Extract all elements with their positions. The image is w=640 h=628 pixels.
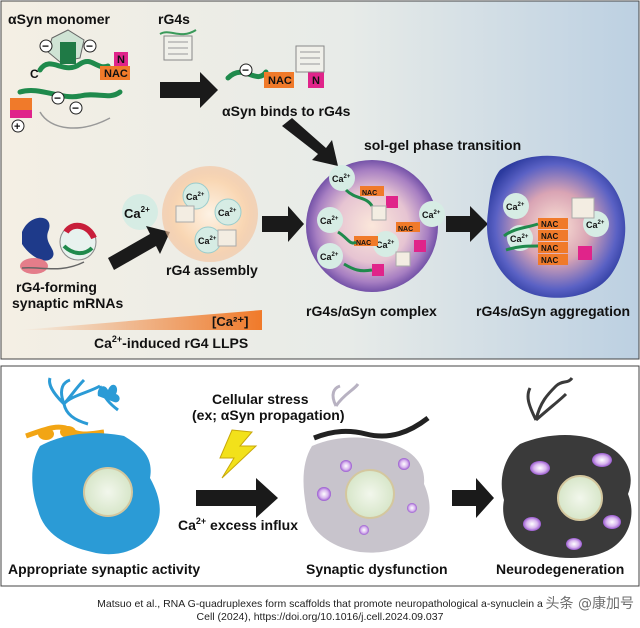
monomer-structure-1: NAC N C − − bbox=[30, 29, 130, 81]
svg-text:Ca2+: Ca2+ bbox=[506, 202, 525, 212]
mrna-label-2: synaptic mRNAs bbox=[12, 295, 123, 311]
ca-bar-label: [Ca²⁺] bbox=[212, 314, 248, 329]
svg-text:Ca2+: Ca2+ bbox=[218, 208, 237, 218]
aggregation-label: rG4s/αSyn aggregation bbox=[476, 303, 630, 319]
influx-label: Ca2+ excess influx bbox=[178, 516, 298, 533]
aggregation-contents: Ca2+ Ca2+ Ca2+ NAC NAC NAC NAC bbox=[503, 193, 609, 265]
neuron-healthy bbox=[25, 377, 160, 555]
rg4-icon-top bbox=[159, 29, 197, 61]
arrow-bind bbox=[160, 72, 218, 108]
svg-text:Ca2+: Ca2+ bbox=[320, 252, 339, 262]
svg-text:NAC: NAC bbox=[362, 190, 377, 197]
stage2-label: Synaptic dysfunction bbox=[306, 561, 448, 577]
svg-text:−: − bbox=[72, 101, 79, 115]
svg-text:−: − bbox=[242, 63, 249, 77]
neuron-degenerated bbox=[501, 377, 632, 558]
monomer-label: αSyn monomer bbox=[8, 11, 111, 27]
arrow-stress bbox=[196, 478, 278, 518]
mrna-structure bbox=[20, 217, 97, 274]
svg-text:NAC: NAC bbox=[541, 220, 559, 229]
svg-text:−: − bbox=[54, 91, 61, 105]
neuron-dysfunction bbox=[303, 383, 430, 553]
stage1-label: Appropriate synaptic activity bbox=[8, 561, 200, 577]
nac-label-mono: NAC bbox=[104, 68, 128, 80]
arrow-to-assembly bbox=[108, 226, 170, 270]
phase-label: sol-gel phase transition bbox=[364, 137, 521, 153]
mrna-label-1: rG4-forming bbox=[16, 279, 97, 295]
svg-text:NAC: NAC bbox=[398, 226, 413, 233]
svg-text:NAC: NAC bbox=[541, 256, 559, 265]
c-label: C bbox=[30, 67, 39, 81]
assembly-ca-ions: Ca2+ Ca2+ Ca2+ bbox=[175, 182, 242, 254]
arrow-to-complex bbox=[282, 118, 338, 166]
svg-text:NAC: NAC bbox=[356, 240, 371, 247]
complex-contents: Ca2+ Ca2+ Ca2+ Ca2+ Ca2+ NAC NAC NAC bbox=[317, 165, 445, 276]
svg-text:Ca2+: Ca2+ bbox=[376, 240, 395, 250]
ca-label-free: Ca2+ bbox=[124, 205, 150, 221]
svg-text:NAC: NAC bbox=[541, 232, 559, 241]
svg-text:Ca2+: Ca2+ bbox=[198, 236, 217, 246]
svg-text:+: + bbox=[14, 121, 20, 133]
lightning-icon bbox=[219, 429, 258, 479]
rg4-assembly-label: rG4 assembly bbox=[166, 262, 258, 278]
svg-text:NAC: NAC bbox=[541, 244, 559, 253]
llps-label: Ca2+-induced rG4 LLPS bbox=[94, 334, 248, 351]
svg-text:Ca2+: Ca2+ bbox=[320, 216, 339, 226]
complex-label: rG4s/αSyn complex bbox=[306, 303, 437, 319]
ca-circle-free bbox=[122, 194, 158, 230]
binding-structure: NAC N − bbox=[225, 45, 325, 88]
svg-text:Ca2+: Ca2+ bbox=[586, 220, 605, 230]
nac-label-bind: NAC bbox=[268, 75, 292, 87]
svg-text:Ca2+: Ca2+ bbox=[422, 210, 441, 220]
monomer-structure-2: − − + bbox=[10, 88, 123, 133]
caption-line-1: Matsuo et al., RNA G-quadruplexes form s… bbox=[97, 598, 543, 610]
svg-text:−: − bbox=[86, 39, 93, 53]
ca-gradient-wedge bbox=[20, 310, 262, 330]
watermark-text: 头条 @康加号 bbox=[545, 596, 634, 612]
binds-label: αSyn binds to rG4s bbox=[222, 103, 351, 119]
stress-label-2: (ex; αSyn propagation) bbox=[192, 407, 345, 423]
svg-text:Ca2+: Ca2+ bbox=[186, 192, 205, 202]
stage3-label: Neurodegeneration bbox=[496, 561, 624, 577]
svg-text:−: − bbox=[42, 39, 49, 53]
arrow-complex-to-agg bbox=[446, 206, 488, 242]
stress-label-1: Cellular stress bbox=[212, 391, 309, 407]
svg-text:Ca2+: Ca2+ bbox=[510, 234, 529, 244]
arrow-degeneration bbox=[452, 478, 494, 518]
n-label-mono: N bbox=[117, 54, 125, 66]
n-label-bind: N bbox=[312, 75, 320, 87]
rg4s-label: rG4s bbox=[158, 11, 190, 27]
caption-line-2: Cell (2024), https://doi.org/10.1016/j.c… bbox=[196, 611, 444, 623]
svg-text:Ca2+: Ca2+ bbox=[332, 174, 351, 184]
arrow-assembly-to-complex bbox=[262, 206, 304, 242]
